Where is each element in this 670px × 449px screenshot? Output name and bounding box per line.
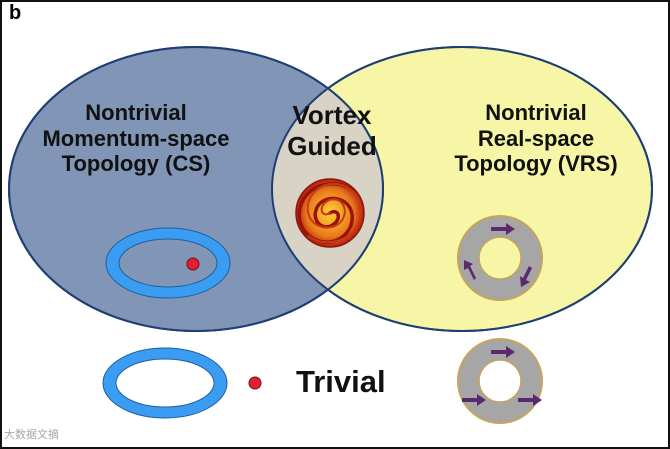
trivial-label: Trivial	[296, 364, 386, 399]
blue-ring-icon	[105, 227, 231, 299]
left-ellipse-outline	[8, 46, 384, 332]
panel-label: b	[9, 2, 22, 24]
label-line: Nontrivial	[85, 100, 187, 125]
vortex-spiral-icon	[295, 178, 365, 248]
label-line: Topology (VRS)	[454, 151, 618, 177]
trivial-blue-ring-icon	[102, 347, 228, 419]
right-ellipse-outline	[271, 46, 653, 332]
red-dot-icon	[186, 257, 200, 271]
vortex-guided-label: Vortex Guided	[262, 100, 402, 162]
watermark: 大数据文摘	[4, 428, 59, 441]
trivial-donut-arrows-icon	[457, 338, 543, 424]
trivial-red-dot-icon	[248, 376, 262, 390]
momentum-space-topology-label: Nontrivial Momentum-space Topology (CS)	[20, 100, 252, 177]
label-line: Momentum-space	[42, 125, 230, 151]
donut-arrows-icon	[457, 215, 543, 301]
label-line: Guided	[287, 131, 377, 162]
real-space-topology-label: Nontrivial Real-space Topology (VRS)	[420, 100, 652, 177]
label-line: Nontrivial	[485, 100, 587, 125]
label-line: Real-space	[477, 125, 595, 151]
label-line: Topology (CS)	[61, 151, 211, 177]
label-line: Vortex	[292, 100, 372, 130]
